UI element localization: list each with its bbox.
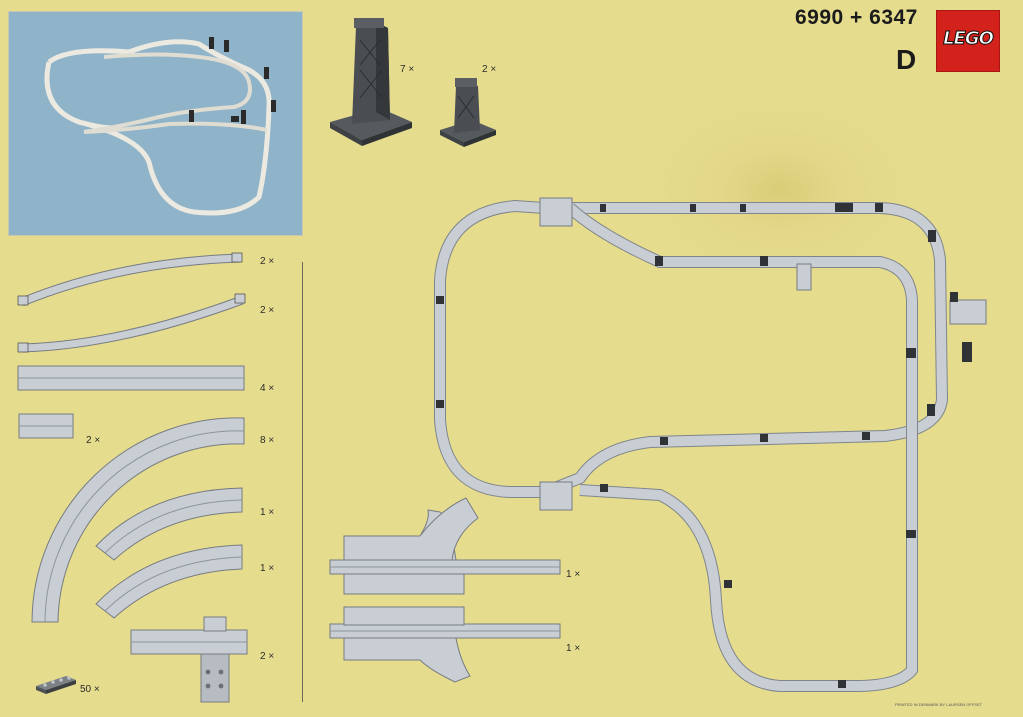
monorail-photo-icon (44, 37, 276, 216)
lego-logo-text: LEGO (943, 28, 995, 50)
lego-logo: LEGO (936, 10, 1000, 72)
large-curve-part (31, 417, 245, 623)
curve-ramp-a-qty: 2 × (260, 256, 275, 267)
tall-support-pillar-icon (330, 18, 412, 146)
sheet-letter: D (896, 44, 917, 75)
set-numbers: 6990 + 6347 (795, 6, 918, 29)
curve-ramp-part-b (17, 293, 246, 353)
plate-part (36, 676, 76, 694)
switch-part-a (329, 497, 561, 595)
curve-ramp-part-a (17, 252, 243, 307)
curve-ramp-b-qty: 2 × (260, 305, 275, 316)
small-curve-part-a (95, 487, 243, 561)
switch-part-b (329, 606, 561, 683)
track-layout-diagram (434, 197, 987, 692)
large-curve-qty: 8 × (260, 435, 275, 446)
small-curve-a-qty: 1 × (260, 507, 275, 518)
layout-photo (8, 11, 303, 236)
parts-divider (302, 262, 303, 702)
tall-support-qty: 7 × (400, 64, 415, 75)
small-curve-part-b (95, 544, 243, 619)
straight-qty: 4 × (260, 383, 275, 394)
print-credit: PRINTED IN DENMARK BY LAURSEN OFFSET (895, 702, 983, 707)
small-curve-b-qty: 1 × (260, 563, 275, 574)
short-straight-part (18, 413, 74, 439)
short-support-qty: 2 × (482, 64, 497, 75)
short-straight-qty: 2 × (86, 435, 101, 446)
t-junction-qty: 2 × (260, 651, 275, 662)
t-junction-part (130, 616, 248, 703)
plate-qty: 50 × (80, 684, 100, 695)
switch-a-qty: 1 × (566, 569, 581, 580)
straight-track-part (17, 365, 245, 391)
switch-b-qty: 1 × (566, 643, 581, 654)
short-support-pillar-icon (440, 78, 496, 147)
